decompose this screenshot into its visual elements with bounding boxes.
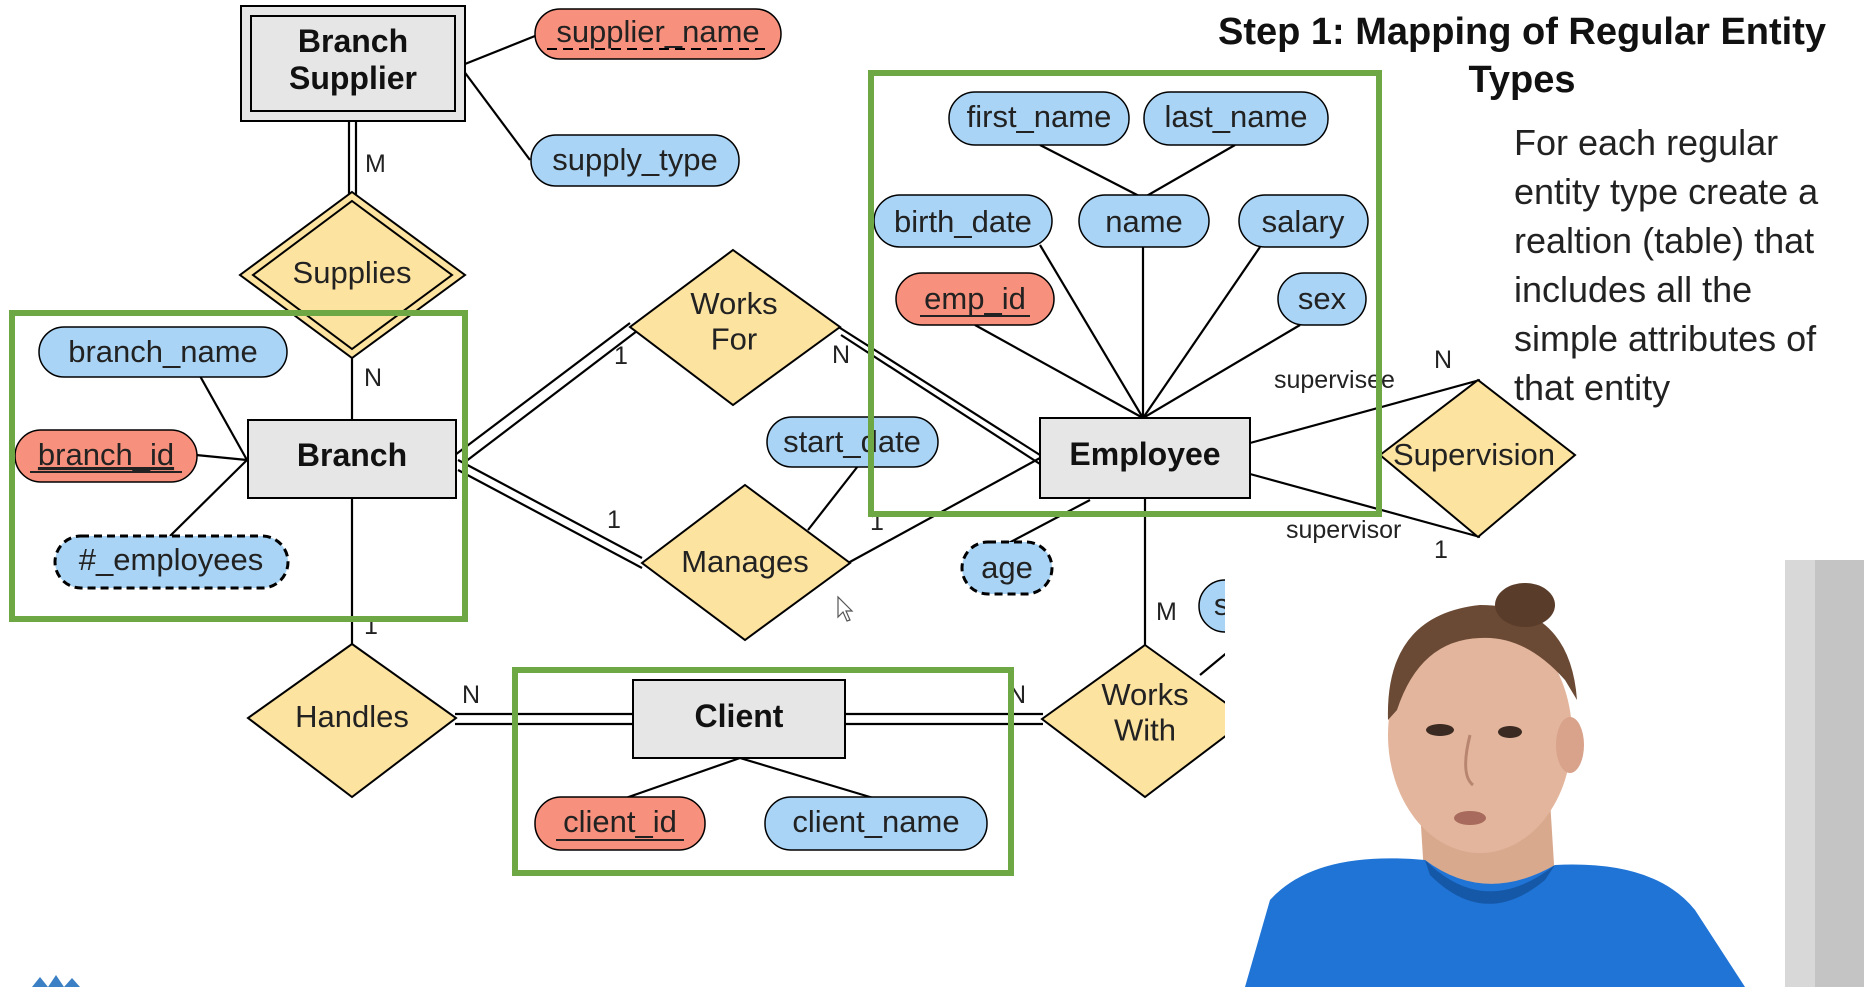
cardinality-label: N: [364, 364, 382, 392]
attribute-name: name: [1078, 194, 1210, 248]
entity-branch: Branch: [247, 419, 457, 499]
svg-text:client_id: client_id: [563, 804, 677, 839]
attribute-birth-date: birth_date: [873, 194, 1053, 248]
attribute-last-name: last_name: [1143, 91, 1329, 146]
svg-text:supply_type: supply_type: [552, 142, 717, 177]
logo-mark-icon: [32, 975, 80, 987]
attribute-age: age: [960, 540, 1054, 596]
attribute-emp-id: emp_id: [895, 272, 1055, 326]
cardinality-labels: M N 1 N 1 1 1 N N M N 1 supervisee super…: [364, 150, 1452, 709]
attribute-salary: salary: [1238, 194, 1369, 248]
svg-text:#_employees: #_employees: [79, 542, 263, 577]
relationship-label: Manages: [681, 544, 809, 579]
svg-text:start_date: start_date: [783, 424, 921, 459]
entity-label: Branch: [297, 437, 407, 473]
cardinality-label: N: [462, 681, 480, 709]
svg-text:first_name: first_name: [967, 99, 1112, 134]
slide-title: Step 1: Mapping of Regular Entity Types: [1217, 11, 1827, 101]
cardinality-label: M: [1156, 598, 1177, 626]
svg-text:sex: sex: [1298, 281, 1347, 316]
cardinality-label: M: [365, 150, 386, 178]
attribute-branch-name: branch_name: [38, 326, 288, 378]
slide-body-text: For each regular entity type create a re…: [1514, 122, 1819, 408]
attribute-sex: sex: [1277, 272, 1367, 326]
entity-client: Client: [632, 679, 846, 759]
entity-employee: Employee: [1039, 417, 1251, 499]
role-label: supervisee: [1274, 366, 1395, 394]
attribute-supplier-name: supplier_name: [534, 8, 782, 60]
highlight-box-employee: [868, 70, 1382, 517]
svg-text:last_name: last_name: [1164, 99, 1307, 134]
svg-text:name: name: [1105, 204, 1183, 239]
relationship-label: Supervision: [1393, 437, 1555, 472]
relationship-manages: Manages: [640, 483, 852, 642]
attribute-branch-id: branch_id: [14, 429, 198, 483]
attribute-number-of-employees: #_employees: [53, 534, 290, 590]
cardinality-label: N: [832, 341, 850, 369]
svg-text:emp_id: emp_id: [924, 281, 1026, 316]
entity-label: Employee: [1069, 436, 1220, 472]
cardinality-label: 1: [1434, 536, 1448, 564]
relationship-supervision: Supervision: [1378, 378, 1577, 539]
highlight-boxes: [9, 70, 1382, 876]
entity-label: Client: [695, 698, 784, 734]
svg-text:client_name: client_name: [792, 804, 959, 839]
cardinality-label: 1: [614, 342, 628, 370]
presenter-webcam-image: [1225, 560, 1864, 987]
relationship-handles: Handles: [246, 642, 458, 799]
role-label: supervisor: [1286, 516, 1401, 544]
attribute-client-name: client_name: [764, 796, 988, 851]
cardinality-label: 1: [607, 506, 621, 534]
svg-text:branch_name: branch_name: [68, 334, 258, 369]
attribute-supply-type: supply_type: [530, 134, 740, 187]
mouse-pointer-icon: [837, 595, 854, 622]
relationship-label: Handles: [295, 699, 409, 734]
svg-text:age: age: [981, 550, 1033, 585]
svg-text:birth_date: birth_date: [894, 204, 1032, 239]
attribute-first-name: first_name: [948, 91, 1130, 146]
cardinality-label: N: [1434, 346, 1452, 374]
svg-text:supplier_name: supplier_name: [556, 14, 759, 49]
relationship-label: Supplies: [293, 255, 412, 290]
attribute-client-id: client_id: [534, 796, 706, 851]
attribute-start-date: start_date: [766, 416, 939, 468]
highlight-box-branch: [9, 310, 468, 622]
svg-text:branch_id: branch_id: [38, 437, 174, 472]
highlight-box-client: [512, 667, 1014, 876]
svg-text:salary: salary: [1262, 204, 1345, 239]
